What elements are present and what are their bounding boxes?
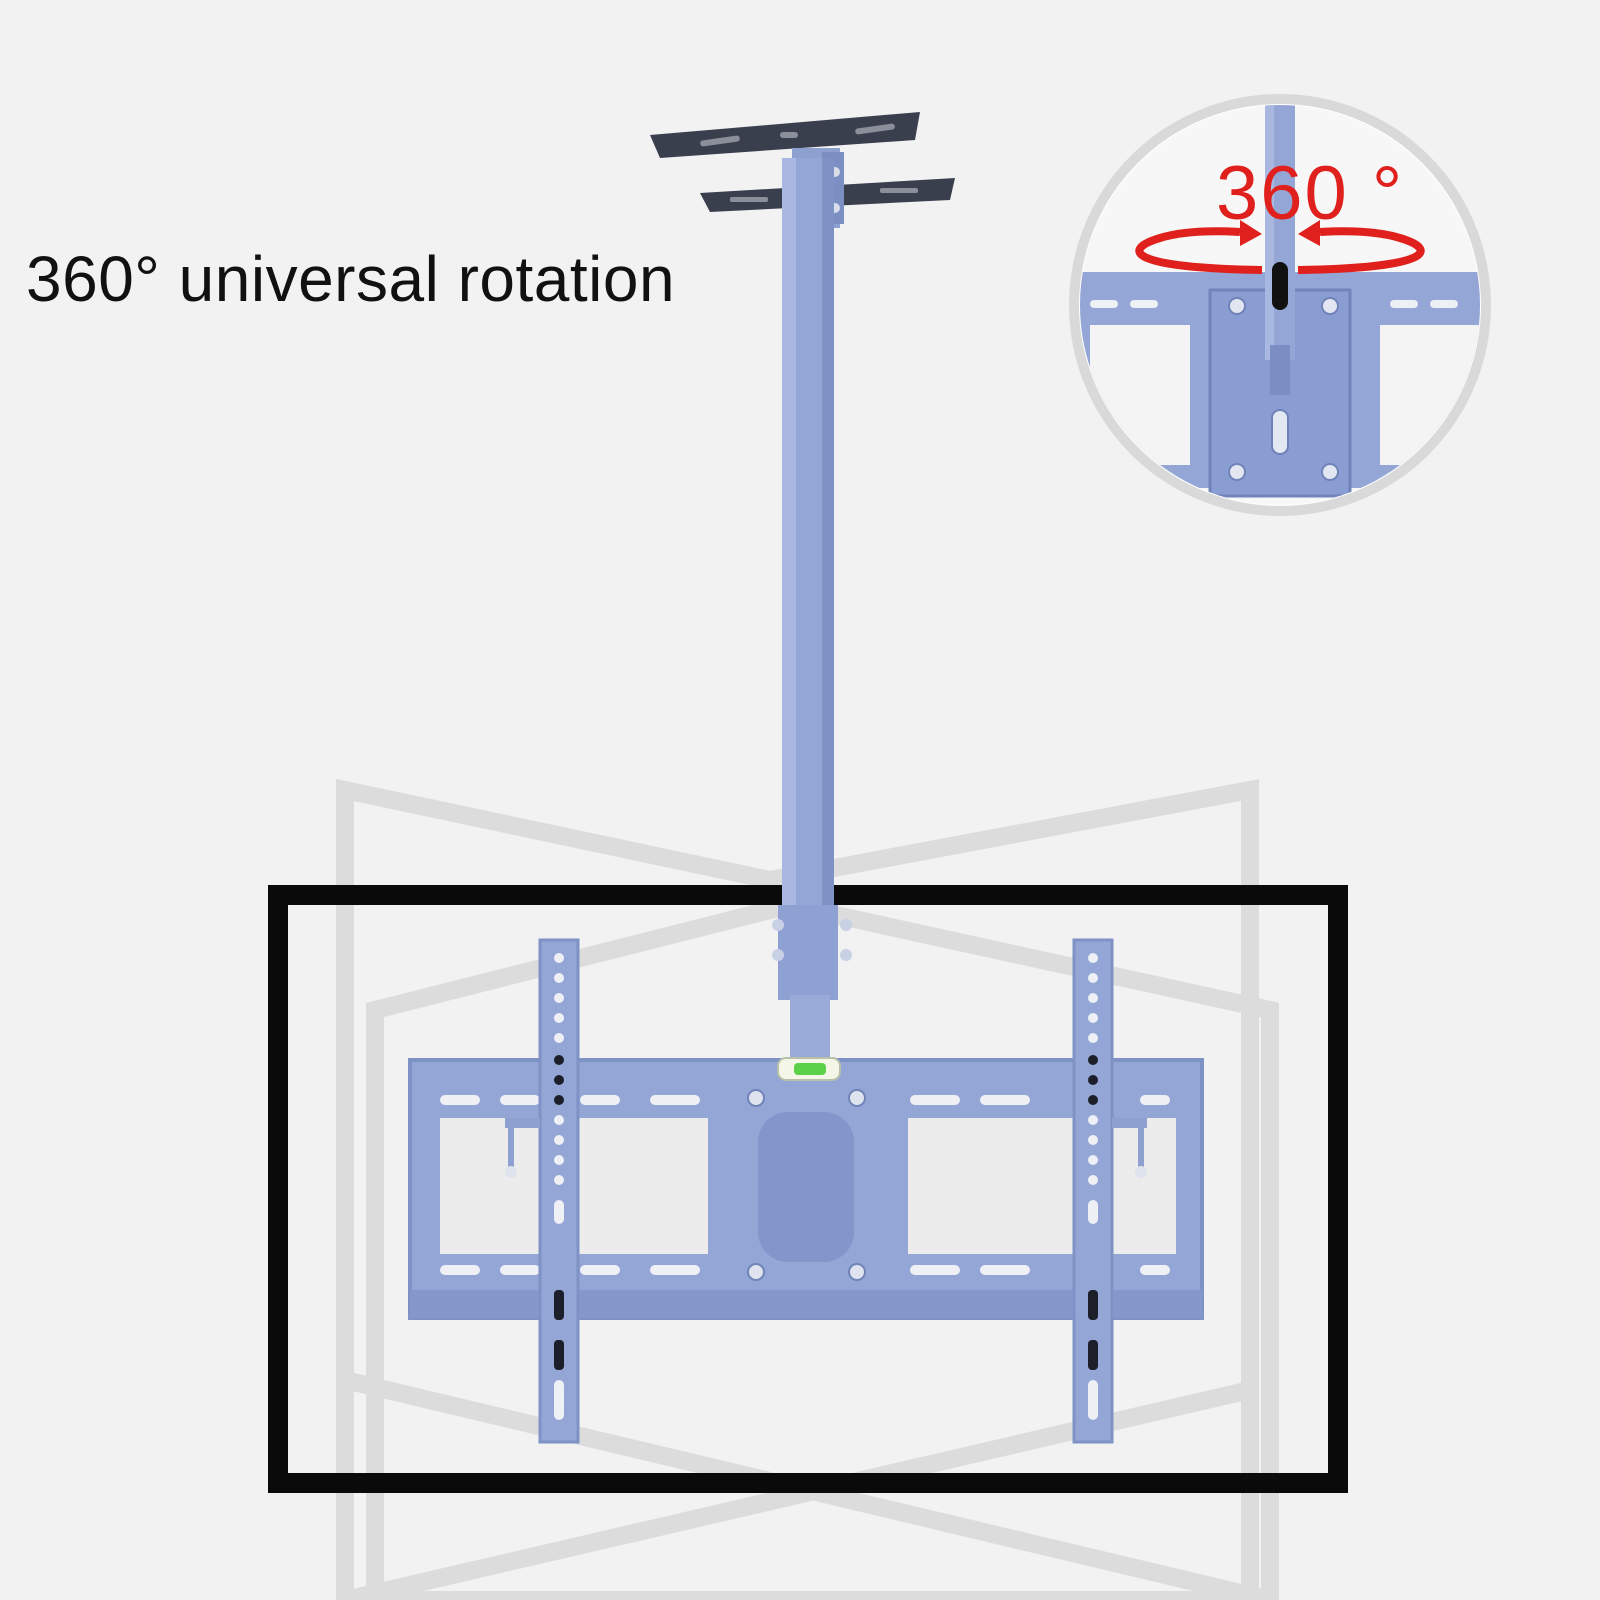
rotation-label: 360 ° xyxy=(1216,151,1405,236)
ghost-frame-2 xyxy=(366,895,1279,1600)
bubble-level-icon xyxy=(777,1057,841,1081)
rotate-360-icon xyxy=(1135,220,1425,274)
inset-detail-view xyxy=(1069,94,1491,516)
telescopic-pole xyxy=(772,158,852,1065)
headline: 360° universal rotation xyxy=(26,243,676,315)
tv-arm-left xyxy=(505,938,580,1444)
tv-arm-right xyxy=(1072,938,1147,1444)
ghost-frame-1 xyxy=(336,778,1259,1600)
